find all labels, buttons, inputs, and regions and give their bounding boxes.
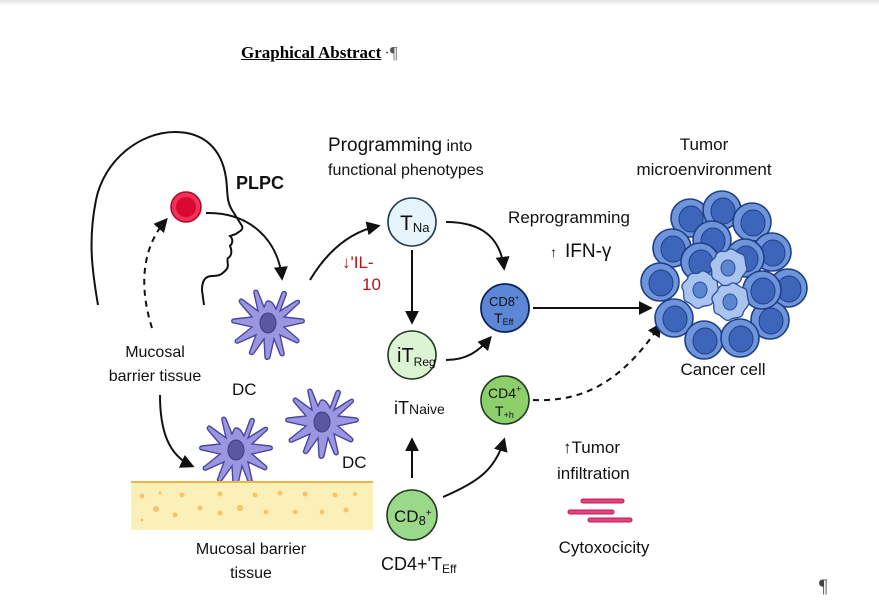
cancer-cell-label: Cancer cell: [680, 360, 765, 379]
head-silhouette-icon: [90, 130, 244, 306]
cd8-teff-line2: TEff: [494, 310, 514, 327]
cd4-teff-label: CD4+'TEff: [381, 554, 457, 576]
arrow-tna-to-cd8eff: [445, 221, 510, 271]
ifn-gamma-label: IFN-γ: [565, 241, 612, 262]
cd4-th-line2: T+h: [495, 403, 514, 420]
plpc-label: PLPC: [236, 173, 284, 193]
arrow-mucosal-to-dc: [159, 394, 195, 468]
cd4-th-node: CD4+ T+h: [480, 375, 530, 425]
dc-label-1: DC: [232, 380, 257, 399]
formatting-marks: ·¶: [384, 43, 398, 62]
tumor-heading-line2: microenvironment: [636, 160, 771, 179]
cancer-cell-cluster-icon: [640, 190, 808, 360]
cd8-teff-line1: CD8+: [489, 294, 519, 309]
document-heading: Graphical Abstract·¶: [241, 43, 398, 63]
cd8-naive-label: CD8+: [394, 507, 432, 528]
window-top-edge: [0, 0, 879, 6]
dashed-arrow-tissue-to-plpc: [143, 217, 168, 329]
mucosal-tissue-band: [131, 481, 373, 530]
tna-node: TNa: [387, 197, 437, 247]
dc-label-2: DC: [342, 453, 367, 472]
end-paragraph-mark: ¶: [819, 576, 828, 597]
cd8-naive-node: CD8+: [386, 489, 438, 541]
itnaive-label: iTNaive: [394, 398, 445, 418]
mucosal-bottom-line2: tissue: [230, 565, 272, 582]
arrow-cd8-to-cd4th: [442, 437, 508, 498]
il10-label-line2: 10: [362, 275, 381, 294]
tna-label: TNa: [400, 212, 430, 235]
itreg-node: iTReg: [387, 330, 437, 380]
mucosal-label-line2: barrier tissue: [109, 368, 202, 385]
tumor-heading-line1: Tumor: [680, 135, 729, 154]
arrow-itreg-to-cd8eff: [445, 335, 492, 361]
dashed-arrow-cd4th-to-tumor: [532, 322, 662, 402]
cd4-th-line1: CD4+: [488, 384, 521, 401]
mucosal-bottom-line1: Mucosal barrier: [196, 541, 307, 558]
tumor-infiltration-line1: ↑Tumor: [563, 438, 620, 457]
dendritic-cell-icon: [285, 388, 359, 459]
cytotoxicity-label: Cytoxocicity: [559, 538, 650, 557]
arrow-dc-to-tna: [309, 221, 381, 281]
heading-text: Graphical Abstract: [241, 43, 382, 62]
plpc-particle-icon: [170, 191, 202, 223]
programming-heading: Programming into: [328, 135, 472, 156]
programming-subheading: functional phenotypes: [328, 162, 484, 179]
cytotoxicity-icon: [567, 498, 633, 523]
itreg-label: iTReg: [397, 345, 436, 369]
dendritic-cell-icon: [199, 416, 273, 487]
tumor-infiltration-line2: infiltration: [557, 464, 630, 483]
arrow-plpc-to-dc: [205, 211, 288, 281]
il10-label-line1: ↓'IL-: [342, 253, 374, 272]
ifn-arrow-icon: ↑: [550, 244, 557, 260]
cd8-teff-node: CD8+ TEff: [480, 283, 530, 333]
dendritic-cell-icon: [231, 289, 305, 360]
reprogramming-label: Reprogramming: [508, 208, 630, 227]
mucosal-label-line1: Mucosal: [125, 344, 185, 361]
